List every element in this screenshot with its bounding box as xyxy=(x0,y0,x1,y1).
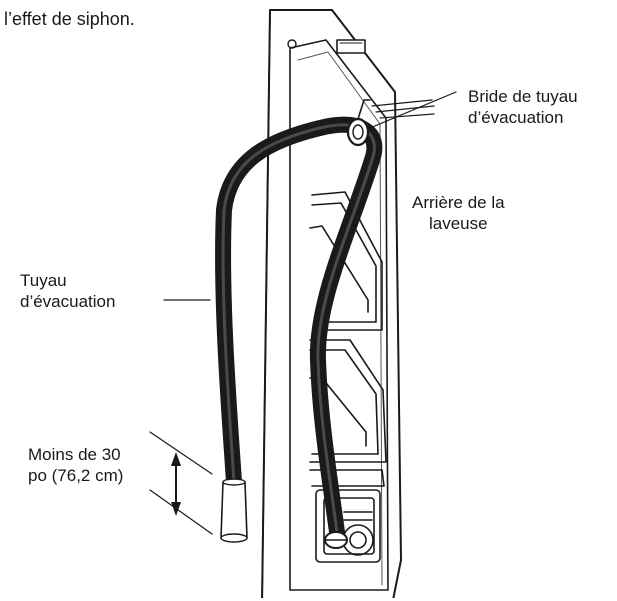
washer-back-label-line-2: laveuse xyxy=(429,214,488,233)
hose-end-cuff xyxy=(220,478,248,543)
height-label-line-1: Moins de 30 xyxy=(28,445,121,464)
dimension-arrow-up xyxy=(171,452,181,466)
clamp-label-line-2: d’évacuation xyxy=(468,108,564,127)
clamp-label: Bride de tuyau d’évacuation xyxy=(468,86,578,128)
panel-top-tab xyxy=(336,39,366,54)
panel-ribs xyxy=(309,191,387,487)
clamp-leader-line xyxy=(369,91,457,129)
hose-clamp xyxy=(346,117,370,147)
dimension-arrow-down xyxy=(171,502,181,516)
panel-screw xyxy=(287,39,297,49)
height-dimension xyxy=(149,431,213,535)
hose-label: Tuyau d’évacuation xyxy=(20,270,115,312)
intro-text: l’effet de siphon. xyxy=(4,9,135,29)
washer-back-label: Arrière de la laveuse xyxy=(412,192,505,234)
washer-back-label-line-1: Arrière de la xyxy=(412,193,505,212)
height-label: Moins de 30 po (76,2 cm) xyxy=(28,444,123,486)
washer-side-edge xyxy=(261,9,271,598)
hatch-lines xyxy=(371,99,435,119)
height-label-line-2: po (76,2 cm) xyxy=(28,466,124,485)
hose-label-line-2: d’évacuation xyxy=(20,292,116,311)
hose-label-line-1: Tuyau xyxy=(20,271,67,290)
clamp-label-line-1: Bride de tuyau xyxy=(468,87,578,106)
